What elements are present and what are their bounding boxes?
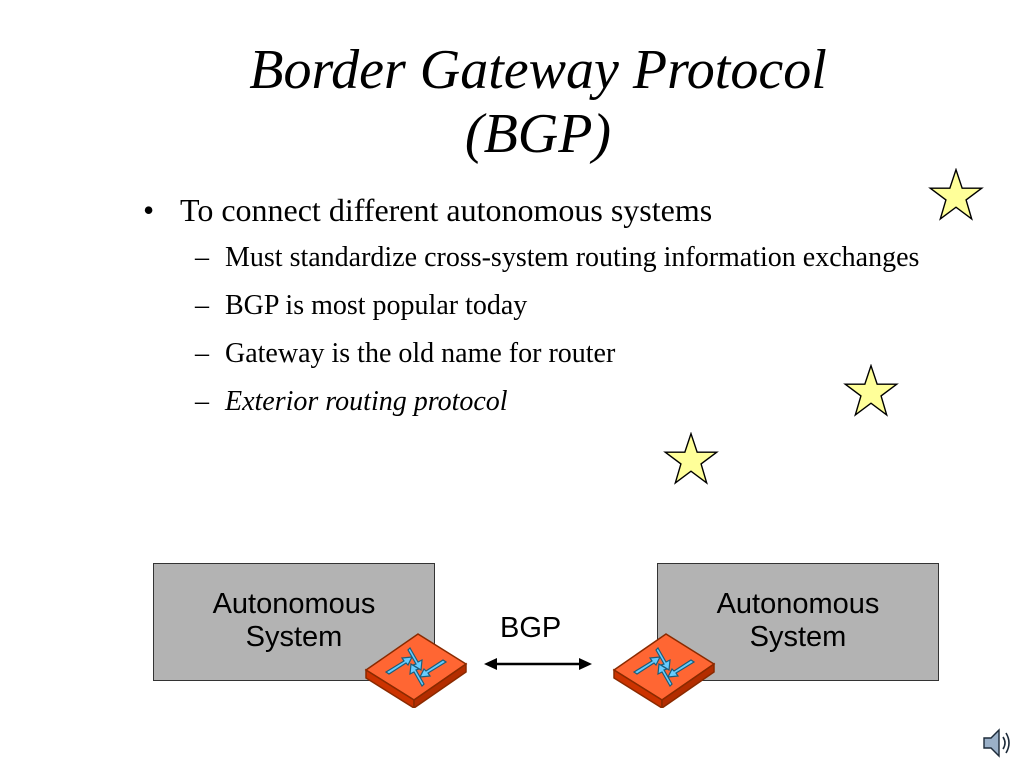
sub-bullet-text: Exterior routing protocol	[225, 386, 508, 417]
bullet-marker: •	[143, 192, 155, 228]
sub-bullet-marker: –	[195, 338, 209, 369]
router-icon	[364, 633, 468, 708]
bullet-list: • To connect different autonomous system…	[143, 190, 943, 422]
bullet-item: • To connect different autonomous system…	[143, 190, 943, 230]
sub-bullet-item: – Exterior routing protocol	[143, 382, 943, 422]
box-label-line-2: System	[245, 621, 343, 653]
star-icon	[928, 168, 984, 221]
sub-bullet-text: BGP is most popular today	[225, 290, 528, 321]
double-arrow-icon	[484, 658, 592, 670]
star-icon	[843, 364, 899, 417]
sub-bullet-text: Must standardize cross-system routing in…	[225, 242, 920, 273]
star-icon	[663, 432, 719, 485]
sub-bullet-marker: –	[195, 290, 209, 321]
sub-bullet-text: Gateway is the old name for router	[225, 338, 616, 369]
sub-bullet-item: – Gateway is the old name for router	[143, 334, 943, 374]
title-line-1: Border Gateway Protocol	[249, 39, 827, 101]
router-icon	[612, 633, 716, 708]
title-line-2: (BGP)	[464, 103, 612, 165]
autonomous-system-box-left: Autonomous System	[153, 563, 435, 681]
bgp-link-label: BGP	[500, 612, 562, 644]
bullet-text: To connect different autonomous systems	[180, 192, 713, 228]
sub-bullet-item: – Must standardize cross-system routing …	[143, 238, 943, 278]
sub-bullet-item: – BGP is most popular today	[143, 286, 943, 326]
sub-bullet-marker: –	[195, 386, 209, 417]
box-label-line-1: Autonomous	[716, 588, 880, 620]
speaker-icon[interactable]	[982, 726, 1012, 760]
box-label-line-1: Autonomous	[212, 588, 376, 620]
slide-title: Border Gateway Protocol (BGP)	[0, 38, 1024, 166]
box-label-line-2: System	[749, 621, 847, 653]
sub-bullet-marker: –	[195, 242, 209, 273]
